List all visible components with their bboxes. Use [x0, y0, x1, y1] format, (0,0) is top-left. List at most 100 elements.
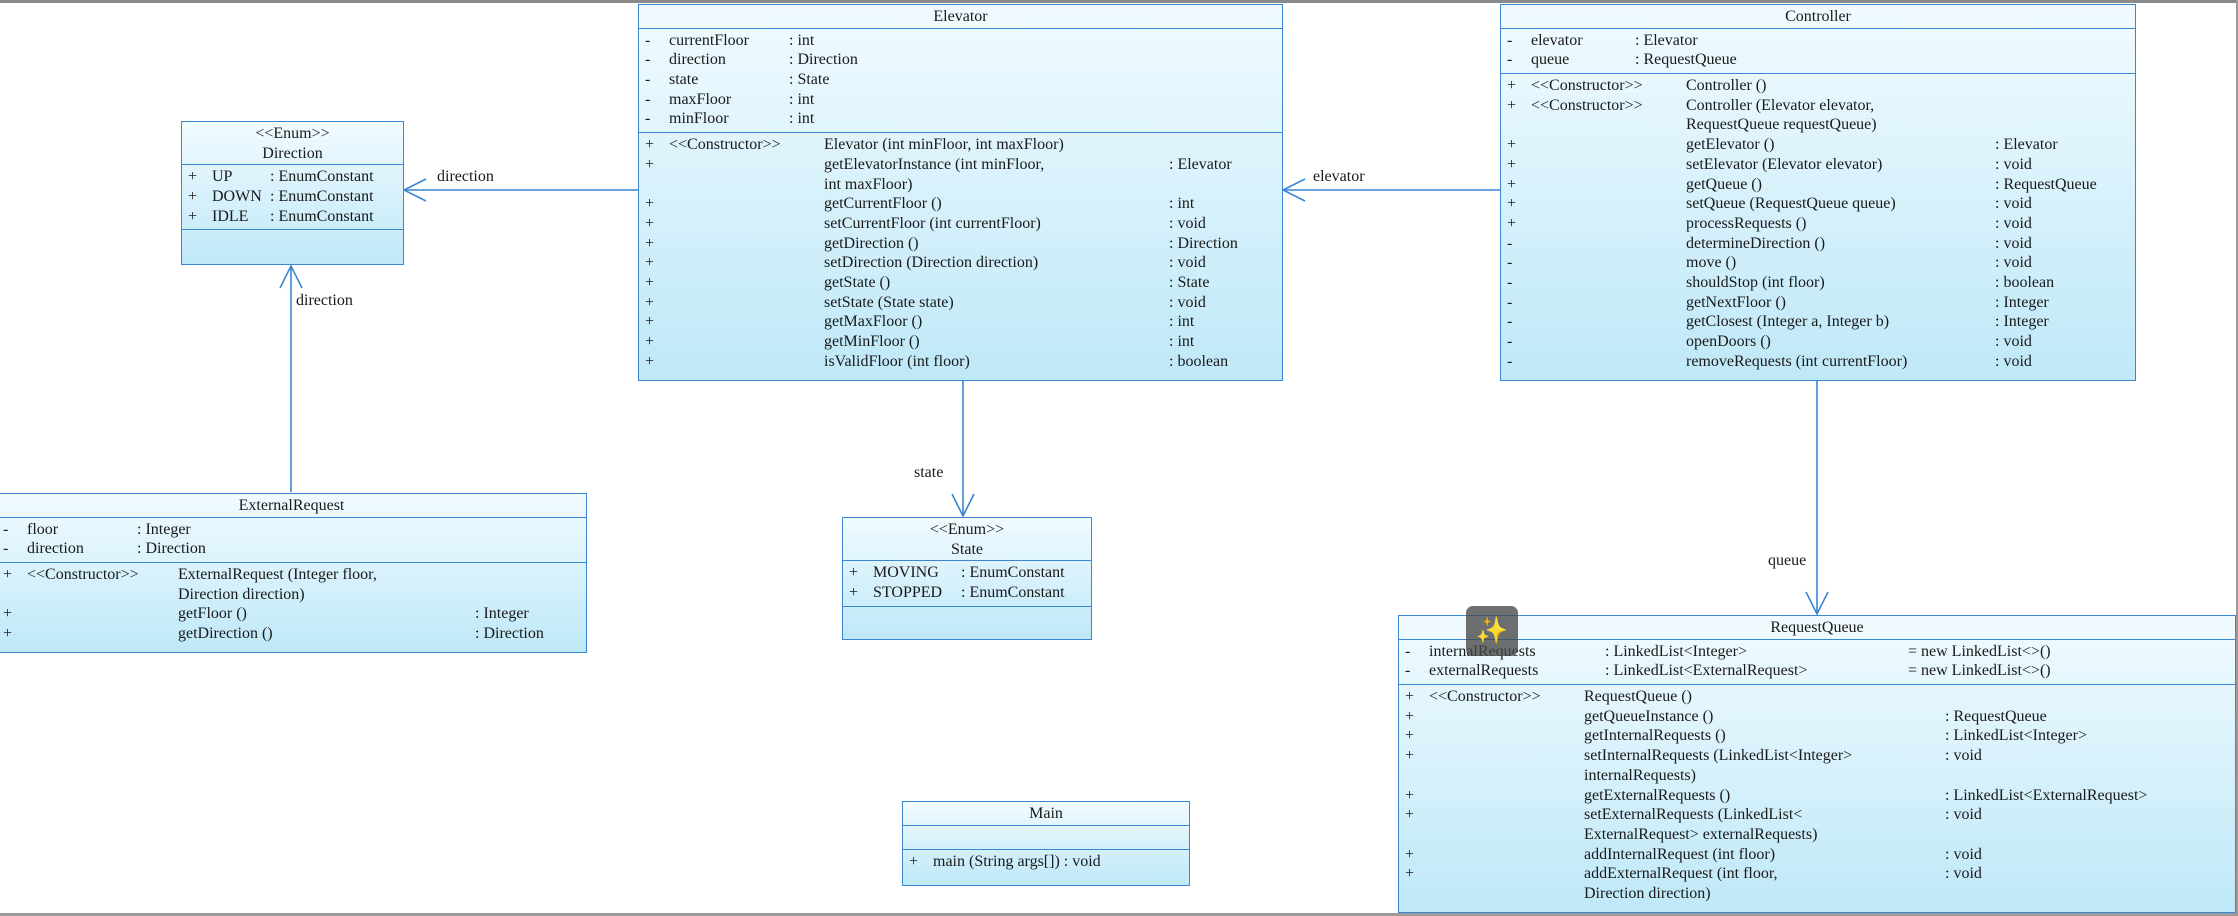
operation-signature: getQueue (): [1686, 175, 1762, 193]
operation-row[interactable]: +<<Constructor>>ExternalRequest (Integer…: [3, 565, 580, 604]
attribute-row[interactable]: -minFloor: int: [645, 109, 1276, 129]
operation-row[interactable]: +getQueue (): RequestQueue: [1507, 175, 2129, 195]
class-request-queue[interactable]: RequestQueue -internalRequests: LinkedLi…: [1398, 615, 2236, 913]
attribute-row[interactable]: -internalRequests: LinkedList<Integer>= …: [1405, 642, 2229, 662]
attribute-row[interactable]: +UP: EnumConstant: [188, 167, 397, 187]
operation-row[interactable]: +<<Constructor>>Controller (): [1507, 76, 2129, 96]
arrowhead-elevator: [1281, 178, 1306, 202]
operation-row[interactable]: +getQueueInstance (): RequestQueue: [1405, 707, 2229, 727]
attribute-row[interactable]: -floor: Integer: [3, 520, 580, 540]
operation-row[interactable]: +main (String args[]) : void: [909, 852, 1183, 872]
visibility-marker: +: [1507, 214, 1517, 232]
return-type: : void: [1169, 293, 1206, 311]
operation-row[interactable]: +<<Constructor>>Elevator (int minFloor, …: [645, 135, 1276, 155]
operations-compartment: +<<Constructor>>Elevator (int minFloor, …: [639, 133, 1282, 374]
operation-row[interactable]: +addExternalRequest (int floor, Directio…: [1405, 864, 2229, 903]
operation-row[interactable]: +setCurrentFloor (int currentFloor): voi…: [645, 214, 1276, 234]
operation-row[interactable]: +<<Constructor>>Controller (Elevator ele…: [1507, 96, 2129, 135]
operation-row[interactable]: +setState (State state): void: [645, 293, 1276, 313]
attribute-row[interactable]: +IDLE: EnumConstant: [188, 207, 397, 227]
class-main[interactable]: Main +main (String args[]) : void: [902, 801, 1190, 886]
operation-row[interactable]: +getDirection (): Direction: [645, 234, 1276, 254]
attribute-row[interactable]: -elevator: Elevator: [1507, 31, 2129, 51]
empty-compartment: [182, 230, 403, 253]
operation-row[interactable]: -getNextFloor (): Integer: [1507, 293, 2129, 313]
attribute-row[interactable]: -currentFloor: int: [645, 31, 1276, 51]
operation-row[interactable]: -move (): void: [1507, 253, 2129, 273]
assoc-label-external-direction: direction: [296, 292, 353, 309]
visibility-marker: +: [645, 234, 655, 252]
operation-row[interactable]: +addInternalRequest (int floor): void: [1405, 845, 2229, 865]
operation-row[interactable]: + setInternalRequests (LinkedList<Integer…: [1405, 746, 2229, 785]
operation-row[interactable]: +<<Constructor>>RequestQueue (): [1405, 687, 2229, 707]
attribute-row[interactable]: -queue: RequestQueue: [1507, 50, 2129, 70]
attribute-name: MOVING: [873, 564, 939, 582]
attribute-row[interactable]: -direction: Direction: [645, 50, 1276, 70]
operation-row[interactable]: +isValidFloor (int floor): boolean: [645, 352, 1276, 372]
attribute-type: : State: [789, 71, 830, 89]
attribute-type: : int: [789, 110, 815, 128]
visibility-marker: +: [1507, 175, 1517, 193]
operation-row[interactable]: +getElevator (): Elevator: [1507, 135, 2129, 155]
operation-row[interactable]: +setElevator (Elevator elevator): void: [1507, 155, 2129, 175]
attribute-row[interactable]: -maxFloor: int: [645, 90, 1276, 110]
return-type: : void: [1995, 333, 2032, 351]
operation-row[interactable]: +getMinFloor (): int: [645, 332, 1276, 352]
return-type: : void: [1945, 747, 1982, 765]
enum-direction[interactable]: <<Enum>> Direction +UP: EnumConstant+DOW…: [181, 121, 404, 265]
attribute-row[interactable]: -externalRequests: LinkedList<ExternalRe…: [1405, 661, 2229, 681]
attribute-row[interactable]: -direction: Direction: [3, 539, 580, 559]
window-top-border: [0, 0, 2238, 3]
operation-row[interactable]: -openDoors (): void: [1507, 332, 2129, 352]
operation-row[interactable]: -determineDirection (): void: [1507, 234, 2129, 254]
operation-row[interactable]: +getFloor (): Integer: [3, 604, 580, 624]
visibility-marker: -: [645, 31, 651, 49]
attribute-row[interactable]: +MOVING: EnumConstant: [849, 563, 1085, 583]
attribute-type: : EnumConstant: [270, 188, 374, 206]
magic-wand-button[interactable]: ✨: [1466, 606, 1518, 656]
stereotype-label: <<Constructor>>: [1531, 77, 1643, 95]
operation-signature: move (): [1686, 254, 1737, 272]
operation-row[interactable]: +getState (): State: [645, 273, 1276, 293]
operation-row[interactable]: +getInternalRequests (): LinkedList<Inte…: [1405, 726, 2229, 746]
operation-row[interactable]: +processRequests (): void: [1507, 214, 2129, 234]
stereotype-label: <<Enum>>: [255, 125, 330, 142]
return-type: : Integer: [1995, 293, 2049, 311]
visibility-marker: -: [1507, 313, 1513, 331]
operation-row[interactable]: +getDirection (): Direction: [3, 624, 580, 644]
operation-row[interactable]: -getClosest (Integer a, Integer b): Inte…: [1507, 312, 2129, 332]
enum-state[interactable]: <<Enum>> State +MOVING: EnumConstant+STO…: [842, 517, 1092, 640]
class-controller[interactable]: Controller -elevator: Elevator-queue: Re…: [1500, 4, 2136, 381]
attribute-row[interactable]: +STOPPED: EnumConstant: [849, 583, 1085, 603]
operation-signature: addInternalRequest (int floor): [1584, 845, 1776, 863]
visibility-marker: +: [3, 625, 13, 643]
visibility-marker: -: [1507, 333, 1513, 351]
class-title-block: <<Enum>> State: [843, 518, 1091, 562]
operation-row[interactable]: +getExternalRequests (): LinkedList<Exte…: [1405, 786, 2229, 806]
magic-wand-icon: ✨: [1475, 616, 1509, 645]
visibility-marker: -: [645, 71, 651, 89]
operation-row[interactable]: +setExternalRequests (LinkedList< Extern…: [1405, 805, 2229, 844]
operation-signature: getDirection (): [824, 234, 919, 252]
class-external-request[interactable]: ExternalRequest -floor: Integer-directio…: [0, 493, 587, 653]
attribute-type: : Direction: [137, 540, 206, 558]
class-title: Controller: [1501, 5, 2135, 29]
operation-row[interactable]: +setQueue (RequestQueue queue): void: [1507, 194, 2129, 214]
operation-row[interactable]: +getMaxFloor (): int: [645, 312, 1276, 332]
operation-row[interactable]: +setDirection (Direction direction): voi…: [645, 253, 1276, 273]
attribute-row[interactable]: +DOWN: EnumConstant: [188, 187, 397, 207]
operation-row[interactable]: +getCurrentFloor (): int: [645, 194, 1276, 214]
operation-row[interactable]: +getElevatorInstance (int minFloor, int …: [645, 155, 1276, 194]
attribute-initializer: = new LinkedList<>(): [1908, 662, 2051, 680]
attribute-row[interactable]: -state: State: [645, 70, 1276, 90]
operation-signature: getMinFloor (): [824, 333, 920, 351]
class-elevator[interactable]: Elevator -currentFloor: int-direction: D…: [638, 4, 1283, 381]
visibility-marker: +: [1507, 195, 1517, 213]
operation-row[interactable]: -removeRequests (int currentFloor): void: [1507, 352, 2129, 372]
operation-row[interactable]: -shouldStop (int floor): boolean: [1507, 273, 2129, 293]
visibility-marker: +: [1507, 96, 1517, 114]
operation-signature: setInternalRequests (LinkedList<Integer>…: [1584, 747, 1853, 784]
visibility-marker: +: [1405, 747, 1415, 765]
visibility-marker: -: [645, 90, 651, 108]
visibility-marker: -: [3, 520, 9, 538]
